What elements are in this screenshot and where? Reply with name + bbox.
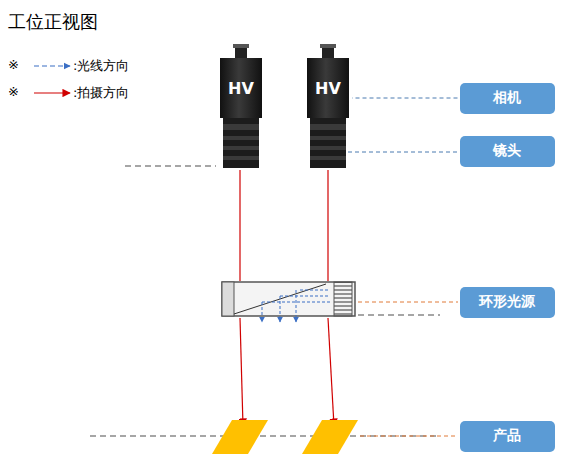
camera-brand: HV: [228, 79, 254, 98]
legend-bullet: ※: [8, 57, 19, 72]
reference-line: [90, 435, 440, 437]
shooting-ray: [240, 318, 243, 426]
part-name: 产品: [493, 427, 521, 445]
shooting-ray: [328, 318, 334, 426]
legend-text: :拍摄方向: [73, 84, 129, 102]
shooting-ray: [327, 170, 328, 281]
lens-right: [310, 118, 346, 168]
callout-box: 镜头: [460, 136, 555, 167]
part-name: 环形光源: [479, 293, 535, 311]
camera-brand: HV: [315, 79, 341, 98]
reference-line: [125, 165, 216, 167]
callout-box: 产品: [460, 421, 555, 452]
product: [302, 420, 358, 454]
camera-body: HV: [220, 58, 262, 118]
leader-line: [358, 302, 458, 303]
lens-left: [223, 118, 259, 168]
product: [212, 420, 268, 454]
leader-line: [360, 436, 458, 437]
camera-left: [233, 44, 249, 58]
light-direction-sample: [34, 65, 70, 66]
reference-line: [358, 314, 440, 316]
shooting-ray: [239, 170, 240, 281]
camera-body: HV: [307, 58, 349, 118]
legend-bullet: ※: [8, 84, 19, 99]
legend-text: :光线方向: [73, 57, 129, 75]
part-name: 相机: [493, 89, 521, 107]
camera-right: [320, 44, 336, 58]
ring-light: [222, 282, 355, 322]
callout-box: 环形光源: [460, 287, 555, 318]
leader-line: [348, 152, 458, 153]
part-name: 镜头: [493, 142, 521, 160]
callout-box: 相机: [460, 83, 555, 114]
page-title: 工位正视图: [8, 10, 98, 34]
leader-line: [352, 98, 458, 99]
shooting-direction-sample: [34, 92, 70, 93]
